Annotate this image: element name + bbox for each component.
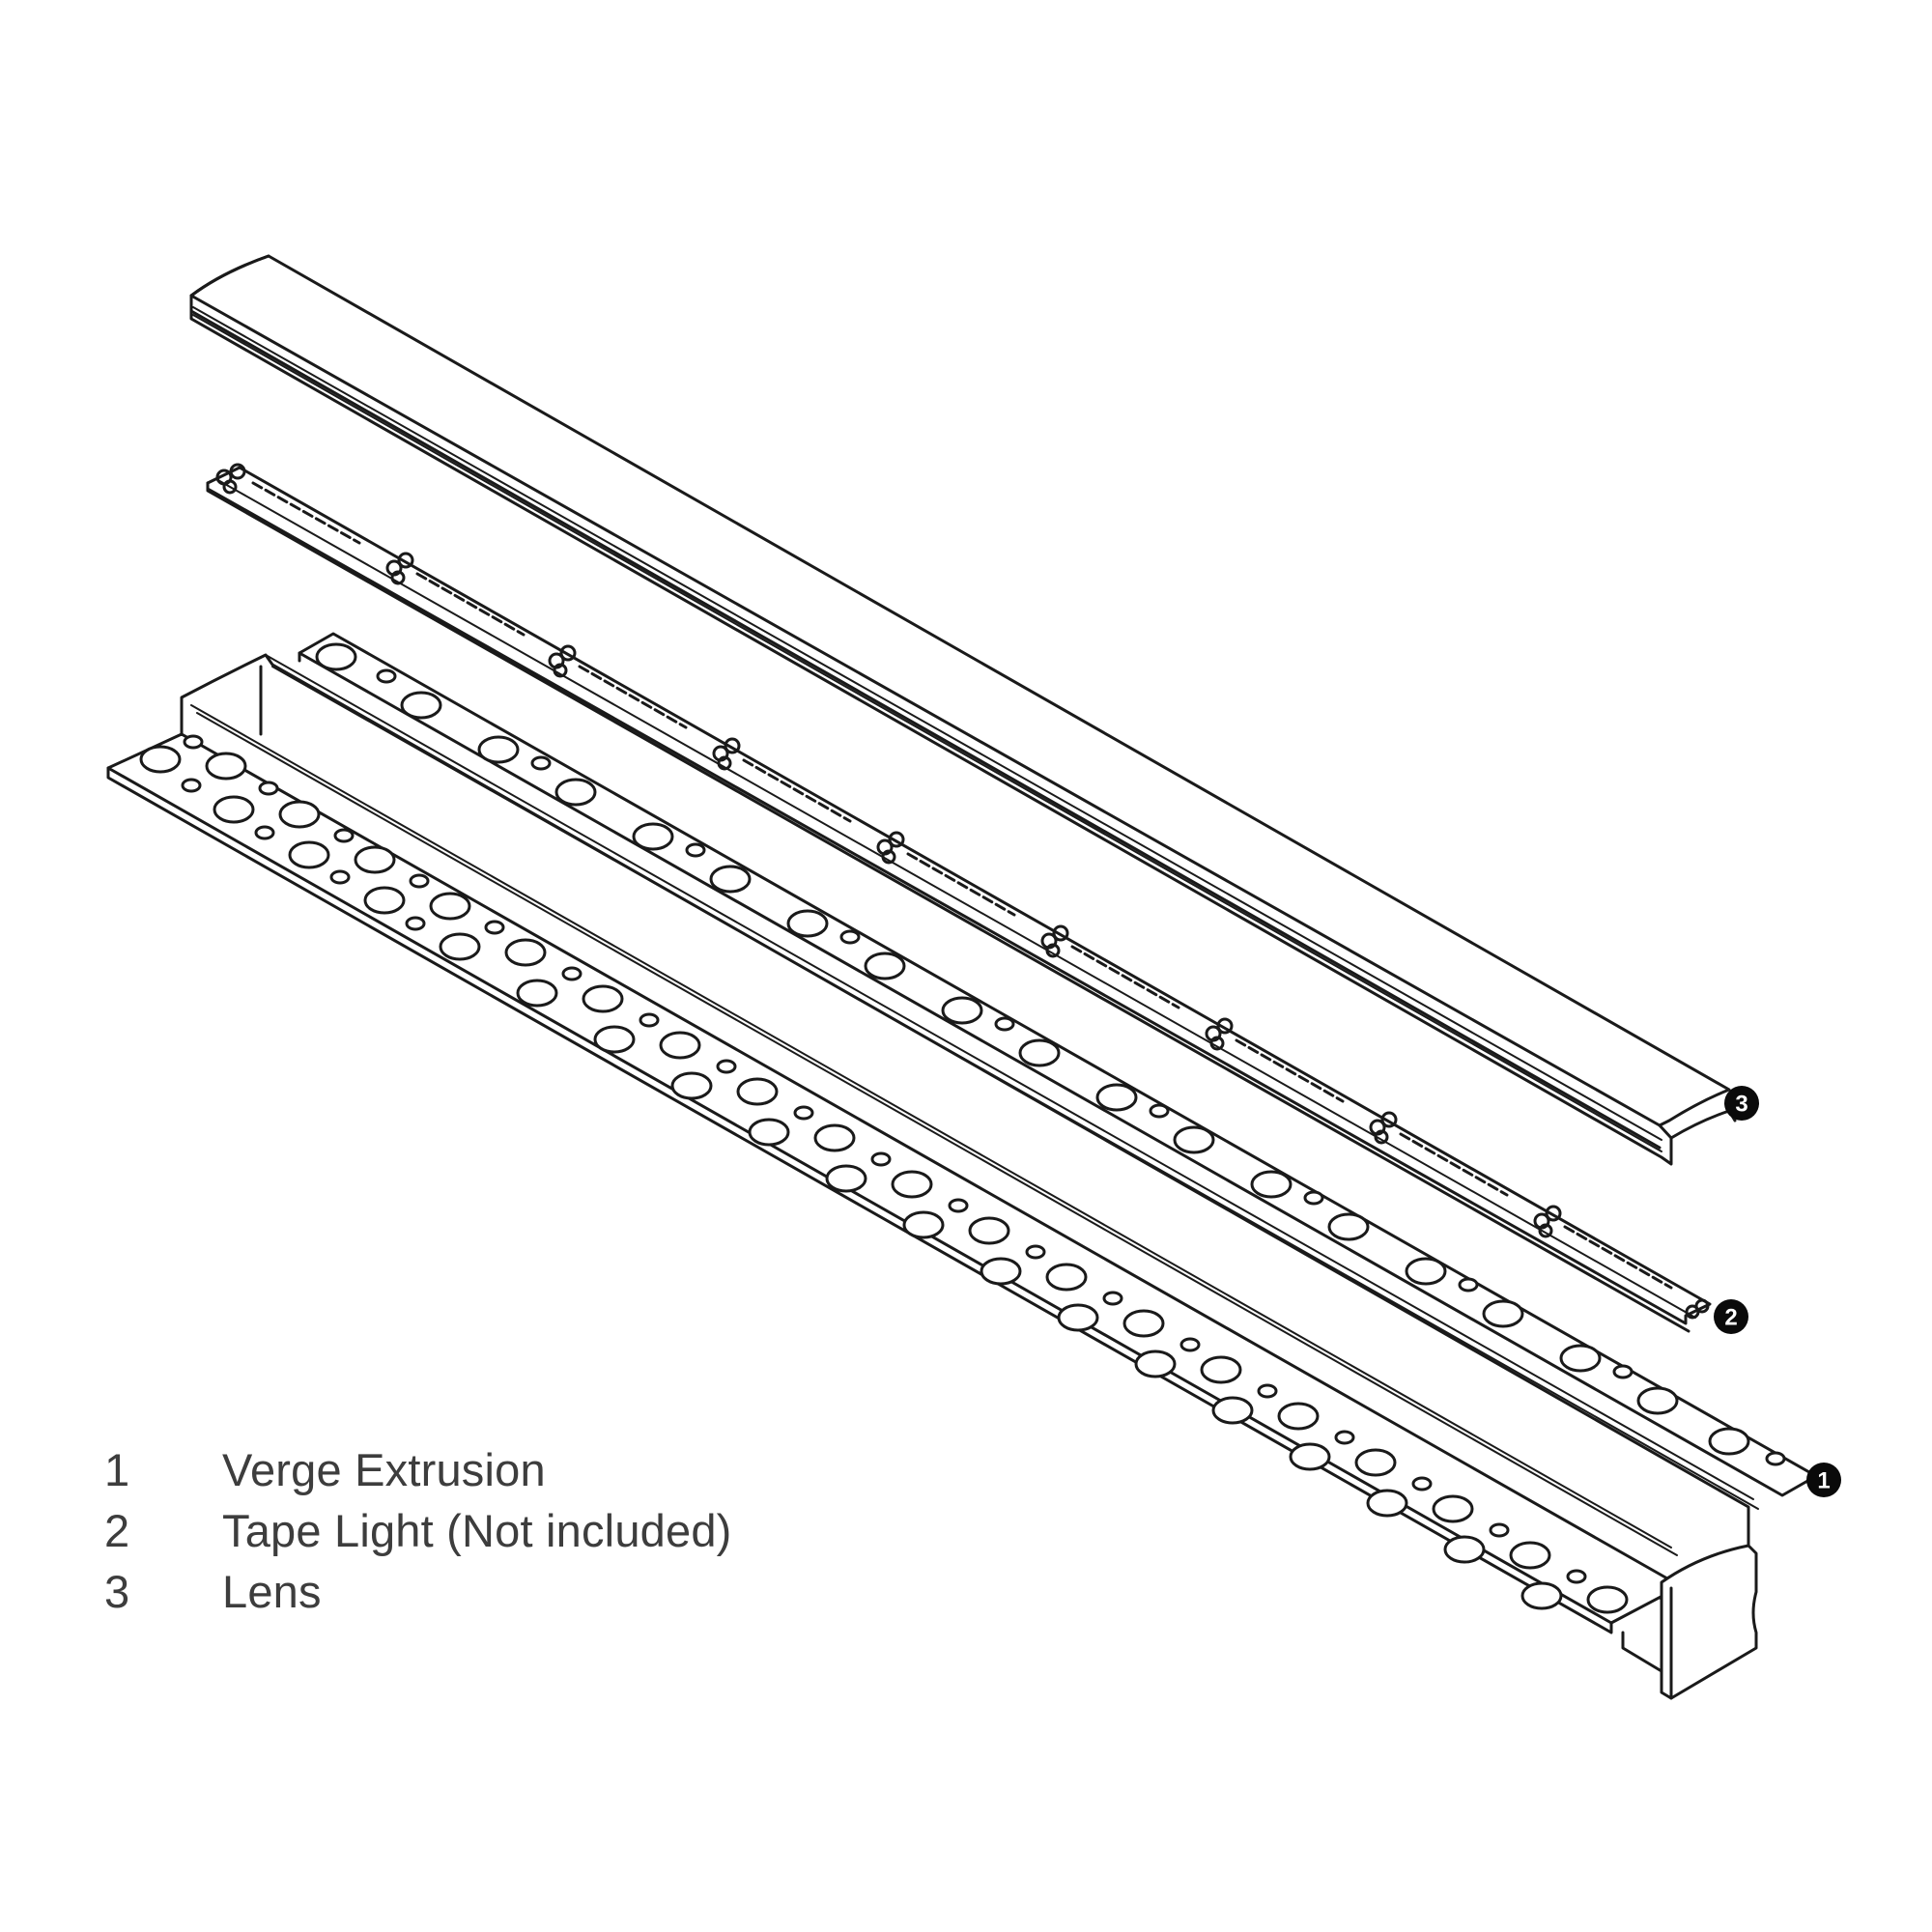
legend-number: 1	[104, 1444, 130, 1495]
mounting-holes-far-flange	[315, 642, 1786, 1466]
led-chip-row	[251, 481, 1673, 1290]
legend-label: Lens	[222, 1566, 322, 1617]
callout-badge-1	[1806, 1463, 1841, 1497]
legend-item-verge-extrusion: 1 Verge Extrusion	[104, 1443, 732, 1504]
callout-number-1: 1	[1817, 1468, 1830, 1494]
callout-2: 2	[1714, 1299, 1748, 1334]
verge-extrusion-part	[106, 632, 1818, 1700]
lens-part	[189, 254, 1737, 1166]
solder-pad-clusters	[215, 463, 1710, 1320]
legend-number: 3	[104, 1566, 130, 1617]
callout-badge-2	[1714, 1299, 1748, 1334]
mounting-holes-near-flange	[139, 734, 1629, 1614]
callout-number-2: 2	[1724, 1305, 1737, 1331]
legend-number: 2	[104, 1505, 130, 1556]
callout-1: 1	[1806, 1463, 1841, 1497]
callout-badge-3	[1724, 1086, 1759, 1121]
callout-number-3: 3	[1735, 1092, 1747, 1118]
callout-3: 3	[1724, 1086, 1759, 1121]
legend-label: Verge Extrusion	[222, 1444, 546, 1495]
legend-item-tape-light: 2 Tape Light (Not included)	[104, 1504, 732, 1565]
legend-label: Tape Light (Not included)	[222, 1505, 732, 1556]
legend-item-lens: 3 Lens	[104, 1565, 732, 1626]
tape-light-part	[206, 463, 1712, 1333]
parts-legend: 1 Verge Extrusion 2 Tape Light (Not incl…	[104, 1443, 732, 1626]
